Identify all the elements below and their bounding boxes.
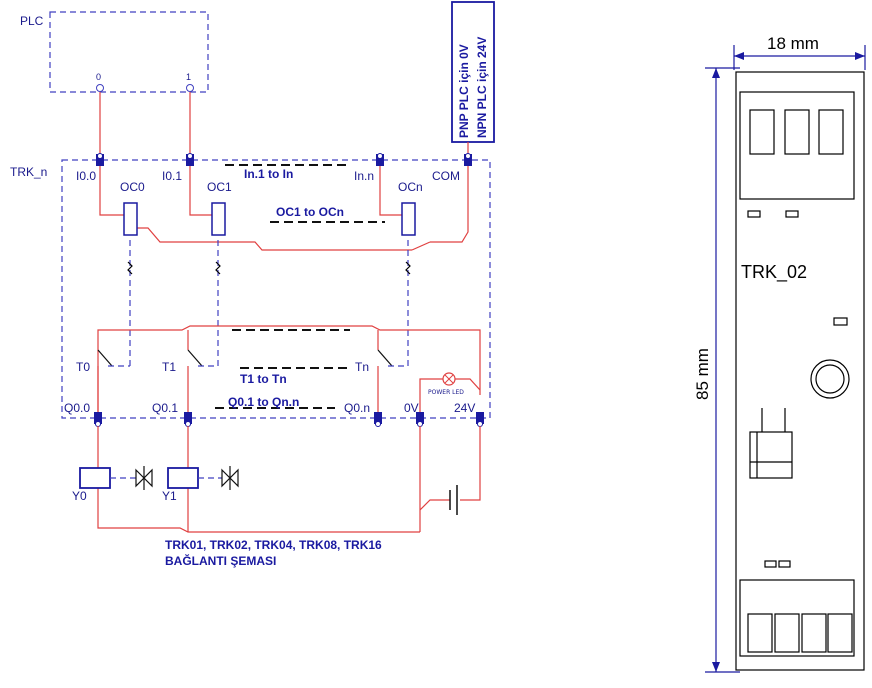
output-q01-label: Q0.1: [152, 401, 178, 415]
plc-output-1-label: 1: [186, 72, 191, 82]
terminal-24v: [476, 412, 484, 424]
adjust-knob-outer: [810, 359, 850, 399]
plc-terminal-1: [186, 84, 194, 92]
input-range-label: In.1 to In: [244, 167, 293, 181]
terminal-q0n: [374, 412, 382, 424]
side-note-box: [451, 1, 495, 143]
height-dimension-label: 85 mm: [693, 348, 712, 400]
width-dimension-label: 18 mm: [767, 34, 819, 53]
relay-component: [749, 431, 793, 479]
ocn-label: OCn: [398, 180, 423, 194]
module-label: TRK_n: [10, 165, 47, 179]
led-indicator-3: [833, 317, 848, 326]
oc0-box: [123, 202, 138, 236]
terminal-inn: [376, 154, 384, 166]
bottom-terminal-2: [774, 613, 800, 653]
q-range-label: Q0.1 to Qn.n: [228, 395, 299, 409]
bottom-terminal-4: [827, 613, 853, 653]
valve-coil-y1: [167, 467, 199, 489]
terminal-com: [464, 154, 472, 166]
top-terminal-1: [749, 109, 775, 155]
output-q00-label: Q0.0: [64, 401, 90, 415]
oc0-label: OC0: [120, 180, 145, 194]
bottom-terminal-3: [801, 613, 827, 653]
t1-label: T1: [162, 360, 176, 374]
top-terminal-3: [818, 109, 844, 155]
plc-output-0-label: 0: [96, 72, 101, 82]
oc1-label: OC1: [207, 180, 232, 194]
led-indicator-2: [785, 210, 799, 218]
terminal-q01: [184, 412, 192, 424]
module-frame: [61, 159, 491, 419]
bottom-terminal-block: [739, 579, 855, 657]
t-range-label: T1 to Tn: [240, 372, 287, 386]
device-body: [735, 71, 865, 671]
output-0v-label: 0V: [404, 401, 419, 415]
input-inn-label: In.n: [354, 169, 374, 183]
top-terminal-block: [739, 91, 855, 200]
side-note-pnp: PNP PLC için 0V: [457, 44, 471, 138]
t0-label: T0: [76, 360, 90, 374]
terminal-i00: [96, 154, 104, 166]
led-indicator-1: [747, 210, 761, 218]
valve-y0-label: Y0: [72, 489, 87, 503]
caption-title: BAĞLANTI ŞEMASI: [165, 553, 276, 568]
power-led-label: POWER LED: [428, 389, 464, 396]
led-indicator-5: [778, 560, 791, 568]
led-indicator-4: [764, 560, 777, 568]
oc1-box: [211, 202, 226, 236]
terminal-q00: [94, 412, 102, 424]
output-24v-label: 24V: [454, 401, 475, 415]
valve-y1-label: Y1: [162, 489, 177, 503]
side-note-npn: NPN PLC için 24V: [475, 37, 489, 138]
terminal-0v: [416, 412, 424, 424]
tn-label: Tn: [355, 360, 369, 374]
terminal-i01: [186, 154, 194, 166]
device-model-label: TRK_02: [741, 262, 807, 283]
top-terminal-2: [784, 109, 810, 155]
input-i01-label: I0.1: [162, 169, 182, 183]
valve-coil-y0: [79, 467, 111, 489]
input-i00-label: I0.0: [76, 169, 96, 183]
input-com-label: COM: [432, 169, 460, 183]
bottom-terminal-1: [747, 613, 773, 653]
output-q0n-label: Q0.n: [344, 401, 370, 415]
plc-terminal-0: [96, 84, 104, 92]
plc-box: [49, 11, 209, 93]
oc-range-label: OC1 to OCn: [276, 205, 344, 219]
ocn-box: [401, 202, 416, 236]
caption-models: TRK01, TRK02, TRK04, TRK08, TRK16: [165, 538, 382, 552]
plc-label: PLC: [20, 14, 44, 28]
adjust-knob-inner: [815, 364, 845, 394]
